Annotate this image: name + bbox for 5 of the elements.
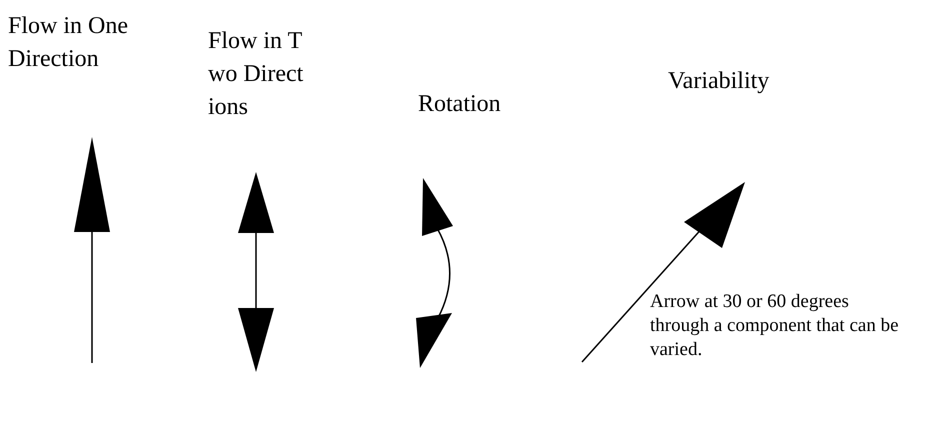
symbol-heading: Flow in One Direction bbox=[8, 12, 129, 74]
symbol-heading: Flow in Two Directions bbox=[208, 27, 304, 122]
symbol-heading: Variability bbox=[668, 67, 770, 96]
symbol-heading: Rotation bbox=[418, 90, 502, 119]
note-text: Arrow at 30 or 60 degrees through a component that can be varied. bbox=[650, 290, 900, 362]
